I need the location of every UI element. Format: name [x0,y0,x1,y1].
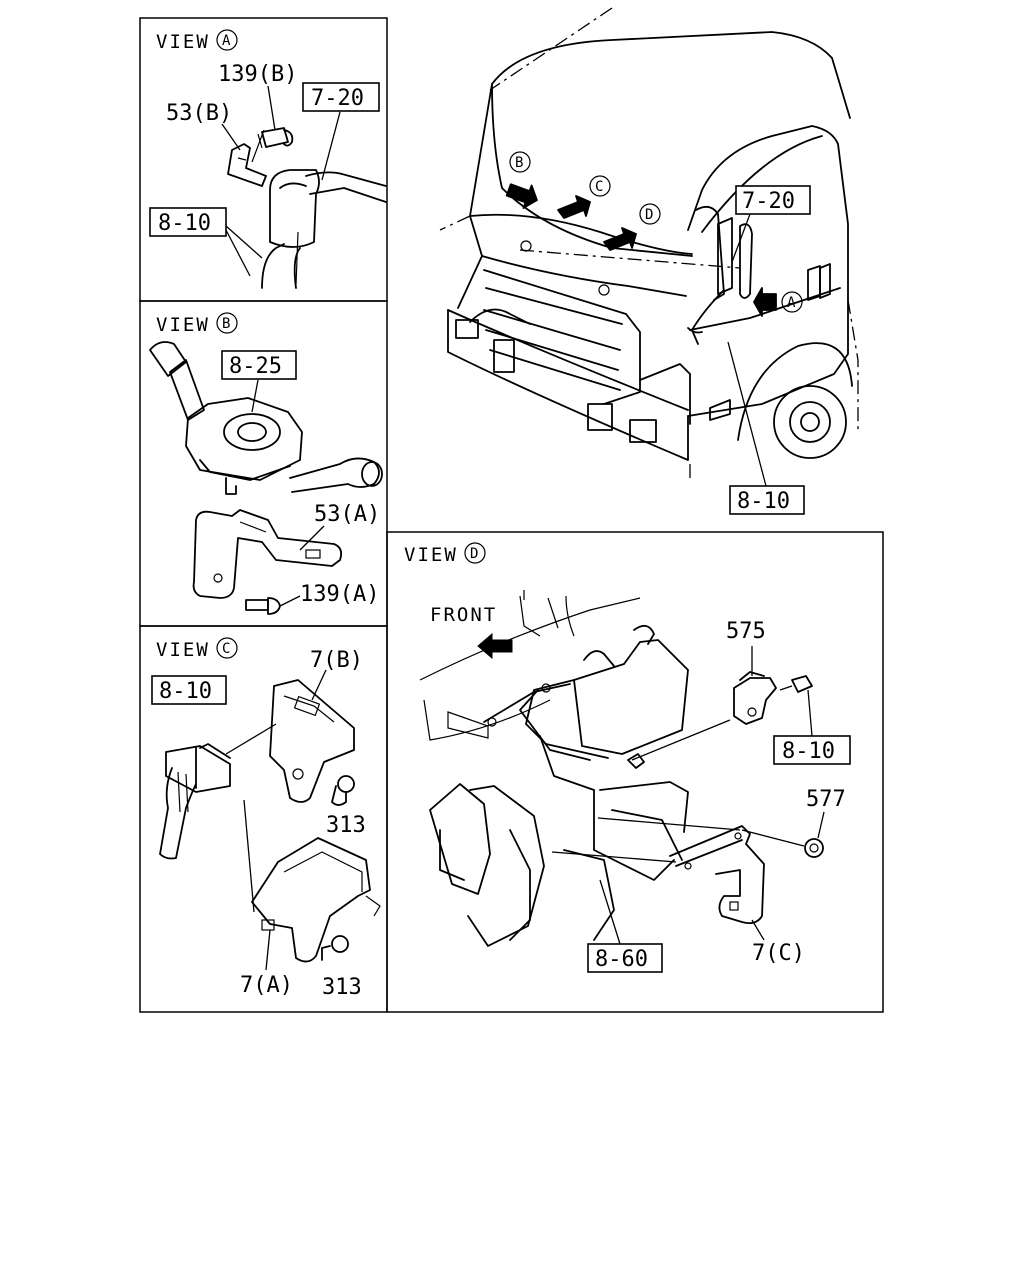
label-7b: 7(B) [310,648,363,673]
connector-d [627,753,645,769]
view-b-letter-circle [216,312,238,334]
bracket-7a [251,837,381,971]
bolt-313-top [331,775,355,806]
label-8-10: 8-10 [158,211,211,236]
bracket-7b [269,669,355,803]
view-a: VIEW A 139(B) 53(B) 7-20 8-10 [149,29,387,289]
main-letter-c: C [595,179,603,195]
label-8-10-box [149,207,227,237]
bracket-7c [669,825,765,941]
bolt-313-bottom [321,935,349,961]
main-letter-b: B [515,155,523,171]
label-c-8-10: 8-10 [159,679,212,704]
ecu-module-8-60 [429,624,689,947]
main-8-10-box [729,485,805,515]
view-d-title: VIEW [404,544,458,566]
truck-cab-view: B C D A 7-20 8-10 [439,7,859,515]
view-a-title: VIEW [156,31,210,53]
view-c-letter-circle [216,637,238,659]
label-7c: 7(C) [752,941,805,966]
bolt-139a [245,595,301,615]
view-c-title: VIEW [156,639,210,661]
frame-structure [419,590,641,741]
connector-8-10 [159,743,231,860]
label-d-8-10-box [773,735,851,765]
connector-7-20 [269,111,387,248]
bracket-575 [733,646,777,725]
label-313-bottom: 313 [322,975,362,1000]
view-c-letter: C [222,641,230,657]
label-8-25: 8-25 [229,354,282,379]
main-label-7-20: 7-20 [742,189,795,214]
label-575: 575 [726,619,766,644]
label-c-8-10-box [151,675,227,705]
bracket-53b [221,123,267,187]
main-letter-d: D [645,207,653,223]
view-a-arrow: A [753,287,803,317]
view-c-arrow: C [557,175,611,219]
view-c: VIEW C 7(B) 8-10 313 7(A) 313 [151,637,381,1000]
switch-8-25 [149,341,383,495]
bolt-d-8-10 [779,675,813,737]
label-577: 577 [806,787,846,812]
main-7-20-box [735,185,811,215]
label-7-20-box [302,82,380,112]
label-53b: 53(B) [166,101,232,126]
label-7a: 7(A) [240,973,293,998]
main-letter-a: A [787,295,796,311]
view-d-letter: D [470,546,478,562]
label-313-top: 313 [326,813,366,838]
label-8-60: 8-60 [595,947,648,972]
view-b: VIEW B 8-25 53(A) 139(A) [149,312,383,615]
label-8-60-box [587,943,663,973]
view-d-arrow: D [603,203,661,251]
label-139b: 139(B) [218,62,297,87]
view-b-title: VIEW [156,314,210,336]
view-d-panel [386,531,884,1013]
label-front: FRONT [430,604,497,626]
label-d-8-10: 8-10 [782,739,835,764]
view-a-letter: A [222,33,231,49]
view-d: VIEW D FRONT 575 8-10 577 8-60 7(C) [404,542,851,973]
view-d-letter-circle [464,542,486,564]
view-a-letter-circle [216,29,238,51]
bolt-139b [257,85,294,149]
view-b-letter: B [222,316,230,332]
label-8-25-box [221,350,297,380]
label-139a: 139(A) [300,582,379,607]
bracket-53a [192,509,343,599]
label-53a: 53(A) [314,502,380,527]
view-a-panel [139,17,388,302]
main-label-8-10: 8-10 [737,489,790,514]
harness-8-10 [225,225,301,289]
label-7-20: 7-20 [311,86,364,111]
panel-frames [139,17,884,1013]
view-b-arrow: B [505,151,538,209]
nut-577 [804,811,825,858]
